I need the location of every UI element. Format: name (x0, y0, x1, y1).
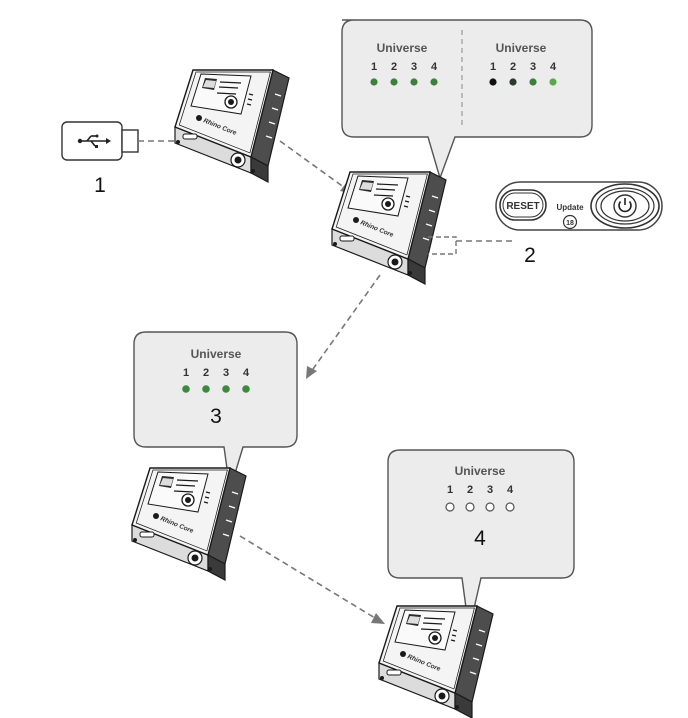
button-panel: RESET Update 18 (495, 181, 663, 231)
universe-title-right: Universe (496, 41, 547, 55)
universe-led-step4-2 (465, 502, 475, 512)
universe-panel-right: Universe 1 2 3 4 (489, 41, 557, 86)
device-step-3: Rhino Core (131, 467, 247, 581)
universe-led-step4-4 (505, 502, 515, 512)
power-button[interactable] (590, 183, 660, 229)
universe-led-step3-3 (222, 385, 230, 393)
universe-number-step4-3: 3 (487, 484, 493, 496)
universe-led-right-2 (509, 78, 517, 86)
universe-number-left-1: 1 (371, 61, 377, 73)
universe-number-step3-4: 4 (243, 367, 250, 379)
device-step-1: Rhino Core (174, 69, 290, 183)
reset-button[interactable] (499, 189, 547, 221)
usb-icon (77, 134, 111, 148)
universe-number-step4-1: 1 (447, 484, 453, 496)
universe-number-step3-1: 1 (183, 367, 189, 379)
flow-arrow-2 (306, 274, 381, 379)
reset-button-label: RESET (506, 201, 539, 212)
universe-number-right-4: 4 (550, 61, 557, 73)
universe-panel-left: Universe 1 2 3 4 (370, 41, 438, 86)
universe-led-left-4 (430, 78, 438, 86)
universe-number-step4-2: 2 (467, 484, 473, 496)
universe-number-left-4: 4 (431, 61, 438, 73)
step-2-label: 2 (524, 244, 536, 267)
step-3-label: 3 (210, 405, 222, 428)
universe-number-right-1: 1 (490, 61, 496, 73)
universe-led-step3-2 (202, 385, 210, 393)
universe-number-right-3: 3 (530, 61, 536, 73)
flow-arrow-1 (279, 140, 353, 194)
update-value: 18 (566, 220, 574, 227)
universe-led-left-1 (370, 78, 378, 86)
universe-number-left-3: 3 (411, 61, 417, 73)
universe-number-left-2: 2 (391, 61, 397, 73)
button-callout (428, 236, 512, 255)
universe-led-step3-1 (182, 385, 190, 393)
universe-title-step3: Universe (191, 347, 242, 361)
universe-led-right-1 (489, 78, 497, 86)
bubble-step-4: Universe 1 2 3 4 4 (387, 449, 575, 631)
universe-led-right-4 (549, 78, 557, 86)
universe-led-left-2 (390, 78, 398, 86)
update-label: Update (556, 203, 584, 212)
universe-led-step4-1 (445, 502, 455, 512)
universe-led-right-3 (529, 78, 537, 86)
universe-number-step3-2: 2 (203, 367, 209, 379)
universe-title-step4: Universe (455, 464, 506, 478)
bubble-step-3: Universe 1 2 3 4 3 (133, 331, 298, 491)
step-4-label: 4 (474, 527, 486, 550)
universe-number-step3-3: 3 (223, 367, 229, 379)
universe-number-step4-4: 4 (507, 484, 514, 496)
universe-led-left-3 (410, 78, 418, 86)
update-badge (562, 214, 578, 230)
power-icon (618, 198, 632, 213)
universe-title-left: Universe (377, 41, 428, 55)
step-1-label: 1 (94, 174, 106, 197)
universe-led-step4-3 (485, 502, 495, 512)
device-step-2: Rhino Core (331, 171, 447, 285)
flow-arrow-3 (239, 535, 385, 624)
bubble-top: Universe 1 2 3 4 Universe 1 2 3 4 (341, 19, 593, 181)
universe-number-right-2: 2 (510, 61, 516, 73)
universe-led-step3-4 (242, 385, 250, 393)
usb-stick (61, 121, 139, 161)
device-step-4: Rhino Core (378, 605, 494, 718)
